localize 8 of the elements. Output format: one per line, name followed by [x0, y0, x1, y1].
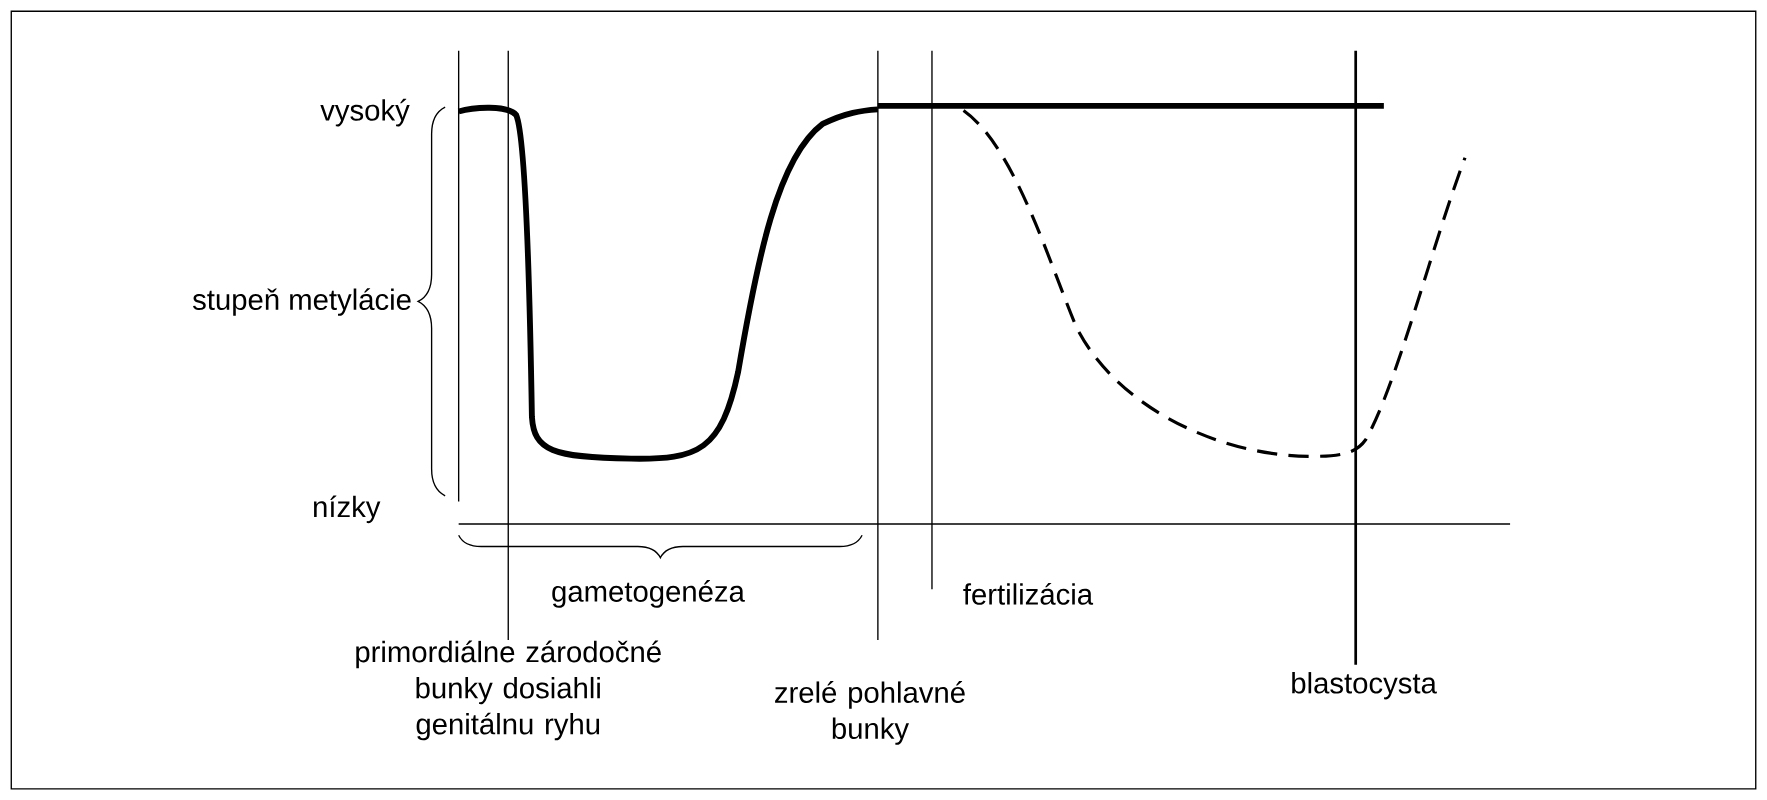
axis-label: primordiálne zárodočné bunky dosiahli genitálnu ryhu: [356, 640, 661, 741]
axis-label: fertilizácia: [963, 582, 1094, 605]
axis-label: gametogenéza: [552, 580, 745, 608]
axis-label: stupeň metylácie: [192, 288, 411, 316]
axis-label: blastocysta: [1292, 672, 1437, 700]
axis-label: nízky: [314, 495, 381, 524]
axis-label: vysoký: [320, 98, 410, 127]
axis-label: zrelé pohlavné bunky: [775, 681, 965, 745]
